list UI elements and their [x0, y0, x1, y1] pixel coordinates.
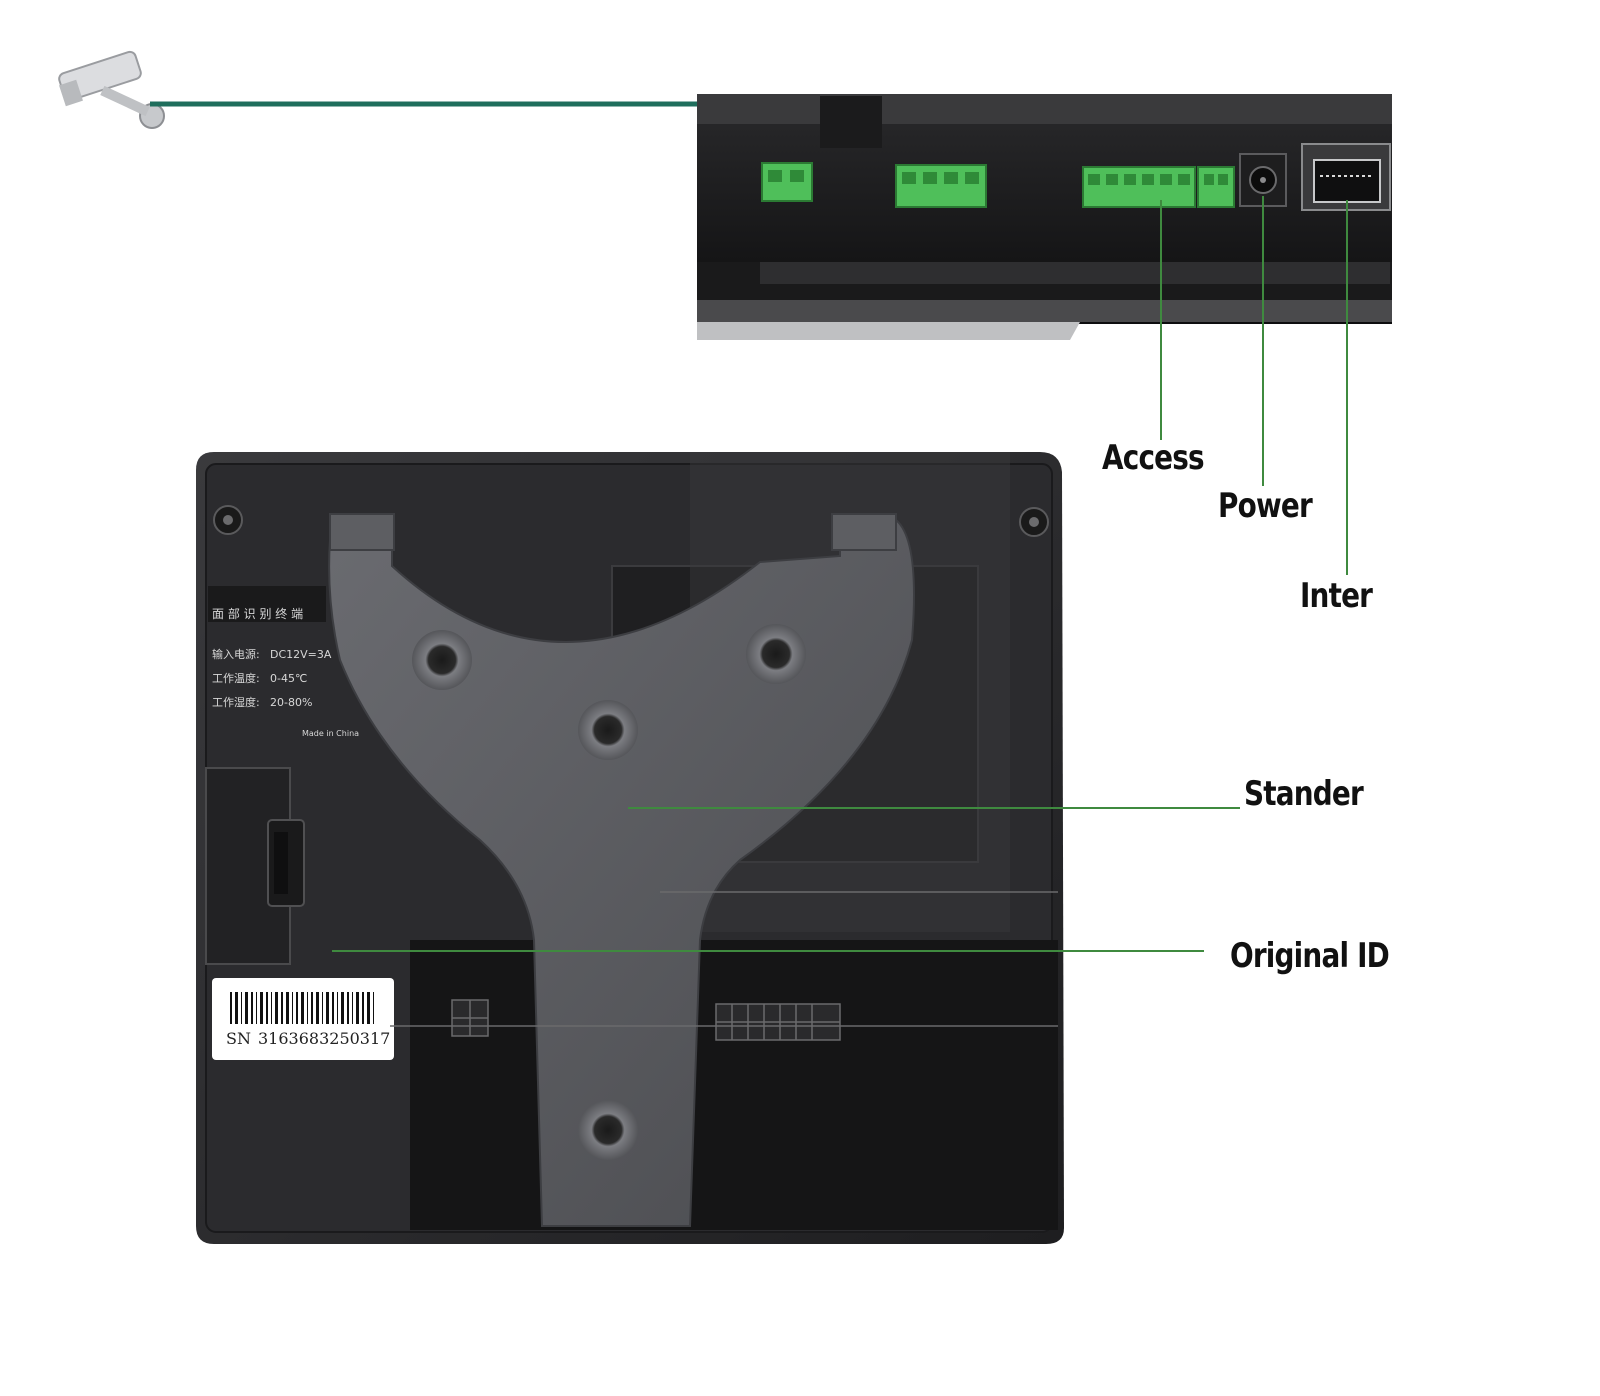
serial-prefix: SN [226, 1029, 251, 1048]
stand-mount-hole-icon [412, 630, 472, 690]
barcode-icon [230, 992, 374, 1024]
callout-original-id: Original ID [1230, 936, 1390, 976]
spec-made-in: Made in China [302, 729, 359, 738]
callout-power: Power [1218, 486, 1313, 526]
card-slot-door [205, 767, 305, 965]
callout-access: Access [1102, 438, 1205, 478]
spec-row-value: DC12V=3A [270, 648, 332, 661]
connector-strip-detail [697, 94, 1392, 340]
stand-mount-hole-icon [578, 1100, 638, 1160]
cctv-camera-icon [58, 50, 165, 129]
spec-row-key: 工作温度: [212, 671, 260, 685]
access-terminal-block [1082, 166, 1235, 208]
metal-stand [328, 513, 915, 1227]
spec-row-key: 输入电源: [212, 647, 260, 661]
ethernet-port-icon [1301, 143, 1391, 211]
spec-row-value: 20-80% [270, 696, 312, 709]
spec-label: 面 部 识 别 终 端 输入电源: DC12V=3A 工作温度: 0-45℃ 工… [208, 586, 359, 738]
serial-sticker: SN 3163683250317 [212, 978, 394, 1060]
callout-stander: Stander [1244, 774, 1364, 814]
terminal-block-4pin [895, 164, 987, 208]
terminal-block-2pin [761, 162, 813, 202]
screw-top-left-icon [213, 505, 243, 535]
leader-lines [332, 196, 1348, 952]
stand-mount-hole-icon [578, 700, 638, 760]
stand-mount-hole-icon [746, 624, 806, 684]
pin-header-left [451, 999, 489, 1037]
pin-header-right [715, 1003, 841, 1041]
spec-row-value: 0-45℃ [270, 672, 307, 685]
spec-row-key: 工作湿度: [212, 695, 260, 709]
screw-top-right-icon [1019, 507, 1049, 537]
serial-number: 3163683250317 [258, 1029, 390, 1048]
spec-label-title: 面 部 识 别 终 端 [212, 606, 303, 621]
callout-inter: Inter [1300, 576, 1373, 616]
